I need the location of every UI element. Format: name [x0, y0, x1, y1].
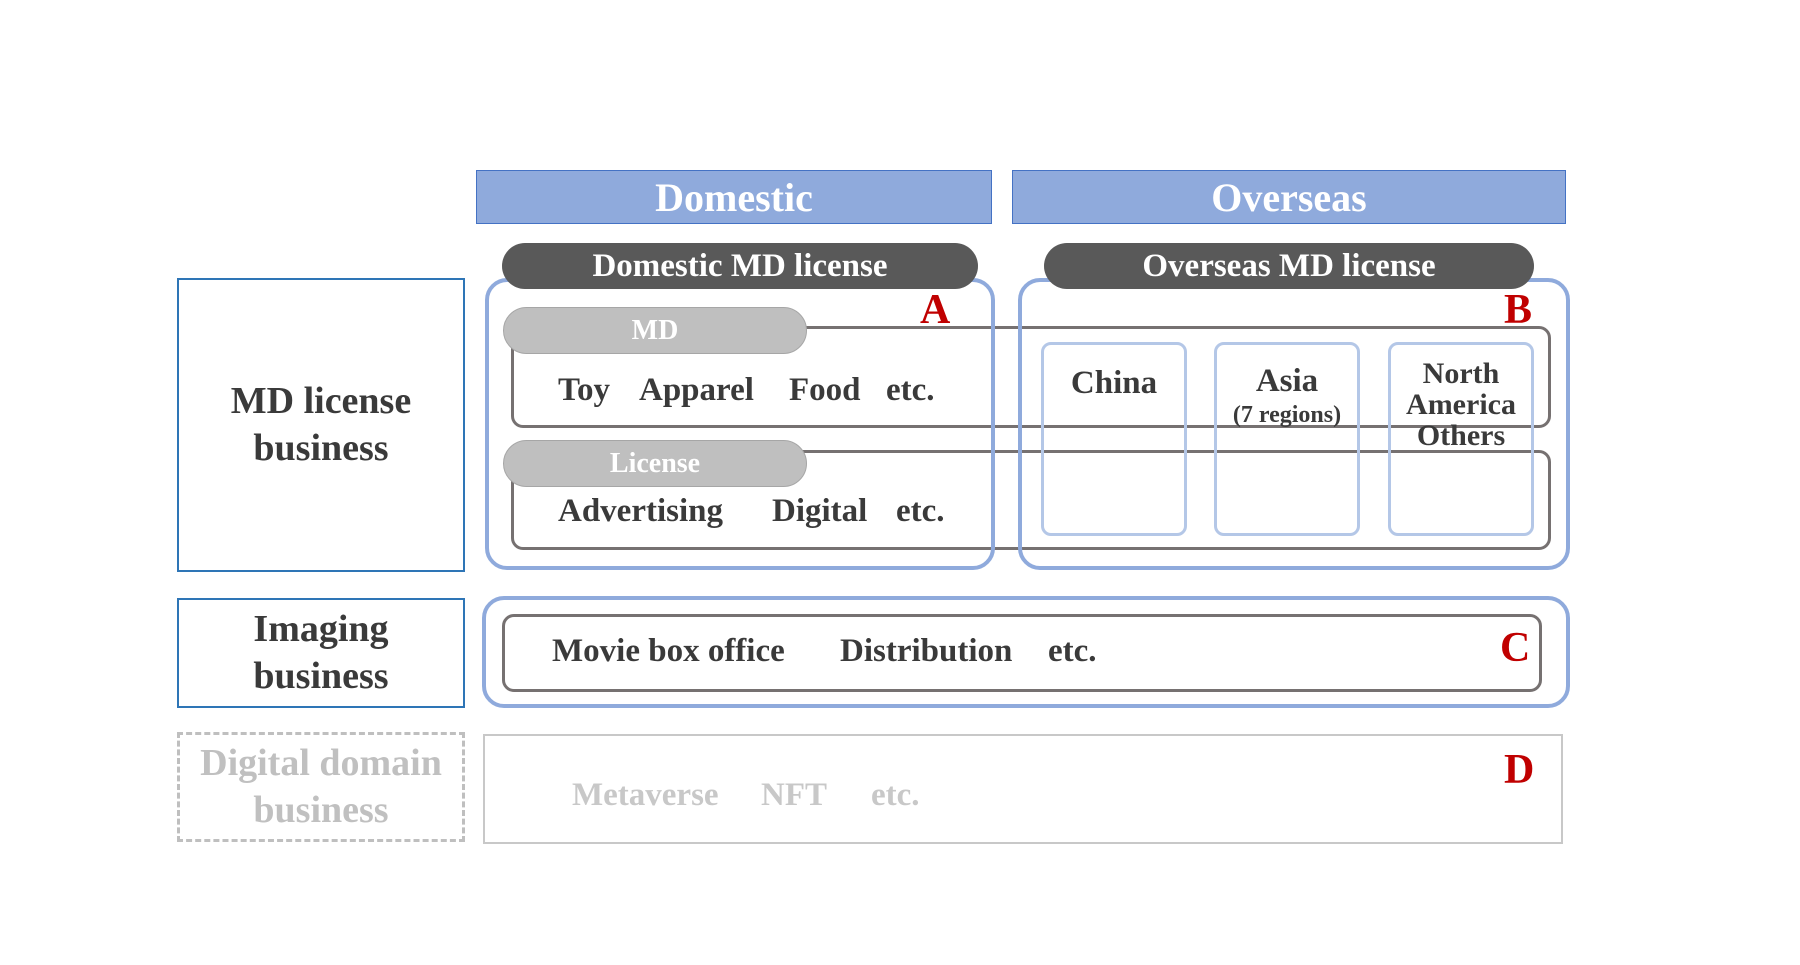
imaging-item-etc: etc. [1048, 633, 1097, 669]
section-letter-b: B [1504, 287, 1533, 333]
region-north-america: North America Others [1388, 342, 1534, 536]
md-item-etc: etc. [886, 372, 935, 408]
digital-domain-frame [483, 734, 1563, 844]
row-label-md-license: MD license business [177, 278, 465, 572]
digital-item-nft: NFT [761, 777, 827, 813]
row-label-digital-domain-text: Digital domain business [200, 741, 442, 832]
digital-item-etc: etc. [871, 777, 920, 813]
row-label-imaging-text: Imaging business [253, 607, 389, 698]
region-china-label: China [1070, 365, 1158, 401]
md-item-food: Food [789, 372, 861, 408]
md-category-pill: MD [503, 307, 807, 354]
header-overseas: Overseas [1012, 170, 1566, 224]
section-letter-a: A [920, 287, 951, 333]
md-item-toy: Toy [558, 372, 610, 408]
row-label-md-license-text: MD license business [230, 379, 412, 470]
section-letter-d: D [1504, 747, 1535, 793]
row-label-imaging: Imaging business [177, 598, 465, 708]
license-category-pill: License [503, 440, 807, 487]
region-china: China [1041, 342, 1187, 536]
region-asia-sublabel: (7 regions) [1232, 402, 1342, 428]
overseas-md-license-pill: Overseas MD license [1044, 243, 1534, 289]
section-letter-c: C [1500, 625, 1531, 671]
region-asia: Asia (7 regions) [1214, 342, 1360, 536]
imaging-frame [482, 596, 1570, 708]
license-item-digital: Digital [772, 493, 868, 529]
md-item-apparel: Apparel [639, 372, 754, 408]
license-item-advertising: Advertising [558, 493, 723, 529]
domestic-md-license-pill: Domestic MD license [502, 243, 978, 289]
header-domestic: Domestic [476, 170, 992, 224]
license-item-etc: etc. [896, 493, 945, 529]
region-north-america-label: North America Others [1406, 357, 1516, 452]
row-label-digital-domain: Digital domain business [177, 732, 465, 842]
md-category-frame [511, 326, 1551, 428]
region-asia-label: Asia [1255, 363, 1319, 399]
imaging-inner-frame [502, 614, 1542, 692]
imaging-item-distribution: Distribution [840, 633, 1013, 669]
imaging-item-movie-box-office: Movie box office [552, 633, 785, 669]
digital-item-metaverse: Metaverse [572, 777, 719, 813]
